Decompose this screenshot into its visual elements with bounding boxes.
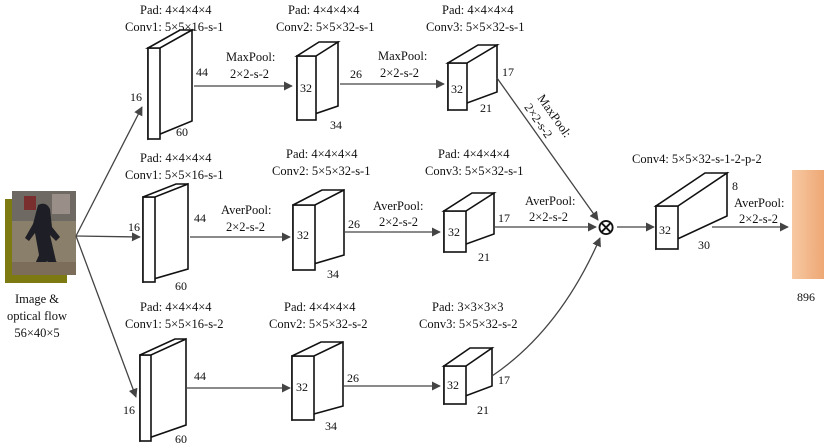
input-label-line2: optical flow — [7, 309, 67, 323]
b1-conv2-pad: Pad: 4×4×4×4 — [288, 3, 360, 17]
conv4-d: 8 — [732, 179, 738, 193]
edge-b1-conv3-merge — [496, 77, 599, 221]
b1-conv3-w: 32 — [451, 82, 463, 96]
b1-conv1-d: 44 — [196, 65, 208, 79]
edge-input-to-b2conv1 — [75, 232, 141, 242]
b3-conv1-block — [139, 337, 187, 443]
b2-conv1-d: 44 — [194, 211, 206, 225]
b2-conv1-name: Conv1: 5×5×16-s-1 — [125, 168, 223, 182]
b1-pool3-label: MaxPool: 2×2-s-2 — [521, 92, 574, 141]
pool4-name: AverPool: — [734, 196, 784, 210]
b1-conv2-block — [294, 40, 341, 122]
b1-conv1-w: 16 — [130, 90, 142, 104]
b3-conv3-name: Conv3: 5×5×32-s-2 — [419, 317, 517, 331]
b3-conv3-w: 32 — [447, 378, 459, 392]
b2-pool2-param: 2×2-s-2 — [379, 215, 418, 229]
b2-conv2-d: 26 — [348, 217, 360, 231]
b1-conv3-d: 17 — [502, 65, 514, 79]
merge-node: ⊗ — [596, 215, 616, 241]
b2-conv2-name: Conv2: 5×5×32-s-1 — [272, 164, 370, 178]
b3-conv3-pad: Pad: 3×3×3×3 — [432, 300, 504, 314]
b2-conv3-pad: Pad: 4×4×4×4 — [438, 147, 510, 161]
b2-conv3-w: 32 — [448, 225, 460, 239]
b2-conv3-h: 21 — [478, 250, 490, 264]
b3-conv2-h: 34 — [325, 419, 337, 433]
b1-conv3-name: Conv3: 5×5×32-s-1 — [426, 20, 524, 34]
conv4-h: 30 — [698, 238, 710, 252]
input-person-figure — [25, 203, 66, 275]
input-photo-window-red — [24, 196, 36, 210]
b2-conv1-w: 16 — [128, 220, 140, 234]
conv4-w: 32 — [659, 223, 671, 237]
b2-conv1-h: 60 — [175, 279, 187, 293]
b1-conv1-name: Conv1: 5×5×16-s-1 — [125, 20, 223, 34]
conv4-name: Conv4: 5×5×32-s-1-2-p-2 — [632, 152, 762, 166]
b2-pool1-name: AverPool: — [221, 203, 271, 217]
b3-conv1-h: 60 — [175, 432, 187, 446]
b2-conv3-d: 17 — [498, 211, 510, 225]
pool4-param: 2×2-s-2 — [739, 212, 778, 226]
b2-conv3-block — [441, 191, 497, 254]
input-label-line3: 56×40×5 — [14, 326, 59, 340]
b3-conv3-d: 17 — [498, 373, 510, 387]
b1-conv1-pad: Pad: 4×4×4×4 — [140, 3, 212, 17]
output-vector — [792, 170, 824, 279]
b3-conv2-w: 32 — [296, 380, 308, 394]
b3-conv2-pad: Pad: 4×4×4×4 — [284, 300, 356, 314]
input-label-line1: Image & — [15, 292, 59, 306]
b3-conv1-d: 44 — [194, 369, 206, 383]
b1-conv3-pad: Pad: 4×4×4×4 — [442, 3, 514, 17]
b1-conv1-h: 60 — [176, 125, 188, 139]
b1-conv1-block — [144, 28, 196, 141]
b1-conv2-h: 34 — [330, 118, 342, 132]
b3-conv3-block — [441, 346, 495, 406]
output-size: 896 — [797, 290, 815, 304]
b1-pool2-param: 2×2-s-2 — [380, 66, 419, 80]
b1-conv2-w: 32 — [300, 81, 312, 95]
b2-pool1-param: 2×2-s-2 — [226, 220, 265, 234]
edge-b3-conv3-merge — [491, 237, 601, 377]
b2-conv2-pad: Pad: 4×4×4×4 — [286, 147, 358, 161]
b1-pool1-name: MaxPool: — [226, 50, 275, 64]
input-photo-floor — [12, 262, 76, 275]
edge-input-to-b1conv1 — [75, 106, 143, 237]
input-photo-window — [52, 194, 70, 214]
conv4-block — [653, 171, 730, 251]
b3-conv2-name: Conv2: 5×5×32-s-2 — [269, 317, 367, 331]
b1-conv2-d: 26 — [350, 67, 362, 81]
b2-conv1-pad: Pad: 4×4×4×4 — [140, 151, 212, 165]
b1-pool1-param: 2×2-s-2 — [230, 67, 269, 81]
b2-conv1-block — [142, 182, 189, 284]
b2-pool3-param: 2×2-s-2 — [529, 210, 568, 224]
b3-conv2-block — [291, 340, 344, 422]
b2-pool2-name: AverPool: — [373, 199, 423, 213]
b3-conv1-w: 16 — [123, 403, 135, 417]
b2-pool3-name: AverPool: — [525, 194, 575, 208]
b2-conv2-h: 34 — [327, 267, 339, 281]
b3-conv1-pad: Pad: 4×4×4×4 — [140, 300, 212, 314]
b2-conv3-name: Conv3: 5×5×32-s-1 — [425, 164, 523, 178]
b3-conv3-h: 21 — [477, 403, 489, 417]
b2-conv2-block — [292, 188, 345, 272]
b1-conv2-name: Conv2: 5×5×32-s-1 — [276, 20, 374, 34]
b1-conv3-block — [445, 43, 500, 112]
b1-pool2-name: MaxPool: — [378, 49, 427, 63]
b1-conv3-h: 21 — [480, 101, 492, 115]
edge-input-to-b3conv1 — [75, 235, 138, 398]
b3-conv1-name: Conv1: 5×5×16-s-2 — [125, 317, 223, 331]
b2-conv2-w: 32 — [297, 228, 309, 242]
b3-conv2-d: 26 — [347, 371, 359, 385]
input-image — [5, 191, 76, 283]
